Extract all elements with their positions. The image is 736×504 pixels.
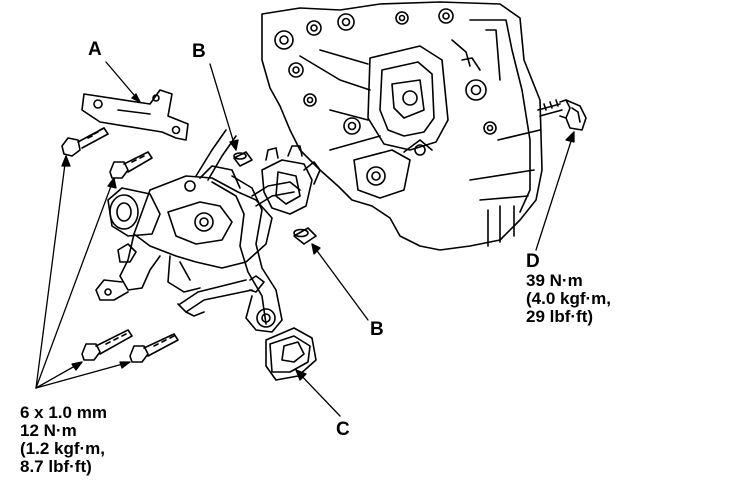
lever-bolt-right bbox=[129, 333, 179, 363]
actuator-body bbox=[95, 129, 321, 301]
callout-d: D bbox=[526, 251, 540, 272]
callout-c: C bbox=[336, 419, 350, 440]
bolt-size: 6 x 1.0 mm bbox=[20, 403, 107, 422]
callout-b-lower: B bbox=[370, 319, 384, 340]
callout-d-spec: D 39 N·m (4.0 kgf·m, 29 lbf·ft) bbox=[526, 252, 611, 325]
bolt-torque-kgfm: (1.2 kgf·m, bbox=[20, 438, 106, 458]
bolt-torque-lbfft: 8.7 lbf·ft) bbox=[20, 456, 92, 476]
bolt-torque-spec: 6 x 1.0 mm 12 N·m (1.2 kgf·m, 8.7 lbf·ft… bbox=[20, 404, 107, 475]
bracket-bolt-lower bbox=[109, 151, 153, 179]
dowel-pin-upper bbox=[233, 151, 253, 167]
engine-housing bbox=[261, 1, 543, 251]
torque-d-line1: 39 N·m bbox=[526, 270, 583, 290]
bracket-bolt-upper bbox=[61, 127, 109, 157]
bracket-a bbox=[81, 89, 189, 141]
lever-bolt-left bbox=[81, 329, 133, 361]
dowel-pin-lower bbox=[293, 227, 317, 245]
bolt-torque-nm: 12 N·m bbox=[20, 420, 77, 440]
torque-d-line2: (4.0 kgf·m, bbox=[526, 288, 612, 308]
torque-d-line3: 29 lbf·ft) bbox=[526, 306, 594, 326]
mount-bolt-d bbox=[537, 99, 587, 131]
callout-a: A bbox=[88, 39, 102, 60]
callout-b-upper: B bbox=[192, 41, 206, 62]
shift-lever bbox=[177, 175, 317, 381]
leader-lines bbox=[35, 61, 575, 417]
